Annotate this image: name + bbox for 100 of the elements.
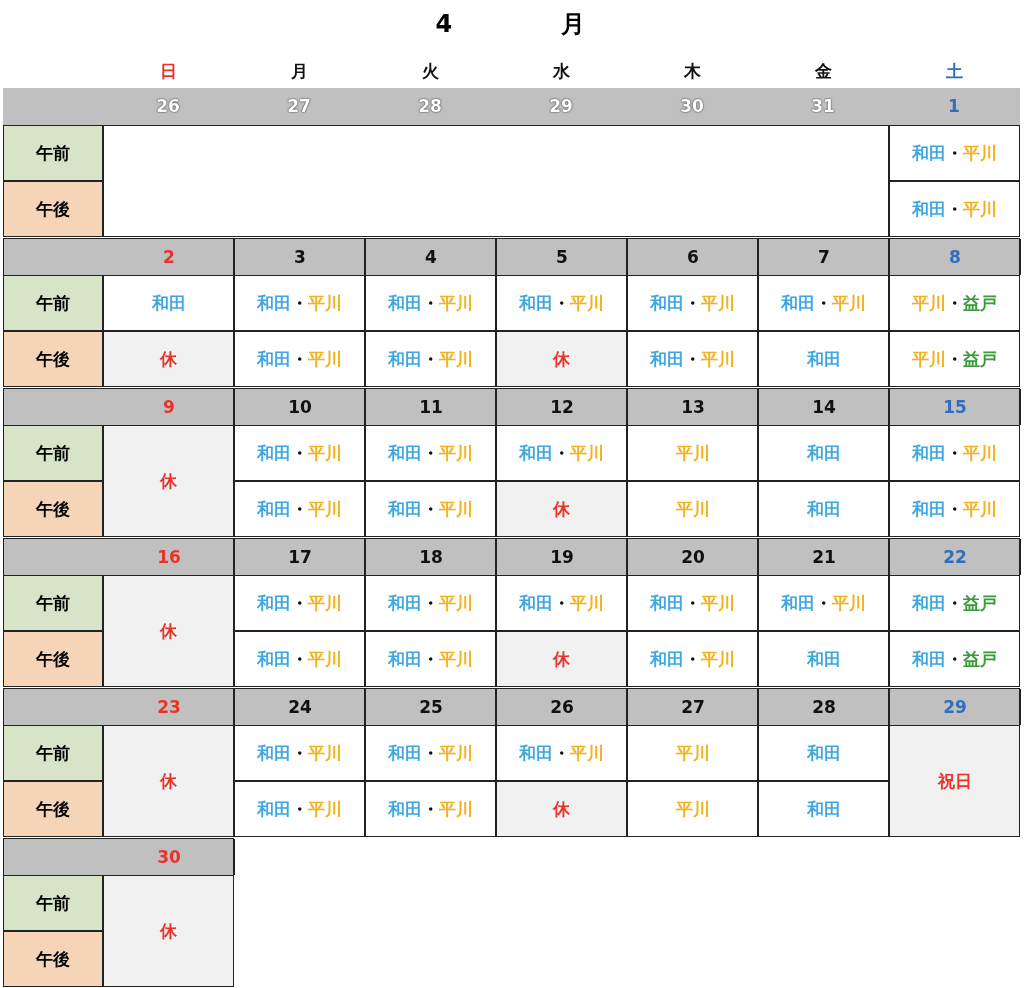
date-number: 6: [686, 247, 700, 267]
date-number: 13: [680, 397, 706, 417]
month-title: 4 月: [434, 9, 586, 40]
schedule-cell: 和田: [758, 725, 889, 781]
schedule-cell: 平川・益戸: [889, 275, 1020, 331]
morning-label: 午前: [3, 125, 103, 181]
closed-day-cell: 休: [496, 481, 627, 537]
date-number: 9: [162, 397, 176, 417]
schedule-cell: 和田・平川: [496, 725, 627, 781]
schedule-cell: 和田・平川: [889, 181, 1020, 237]
weekday-header: 金: [814, 59, 833, 83]
schedule-cell: 和田・平川: [365, 575, 496, 631]
schedule-cell: 和田・平川: [365, 331, 496, 387]
date-number: 3: [293, 247, 307, 267]
schedule-cell: 和田: [758, 425, 889, 481]
schedule-cell: 和田・平川: [234, 481, 365, 537]
schedule-cell: 和田・平川: [234, 781, 365, 837]
schedule-cell: 和田・平川: [365, 781, 496, 837]
schedule-cell: 和田・平川: [627, 275, 758, 331]
schedule-cell: 和田・平川: [365, 481, 496, 537]
schedule-cell: 和田: [758, 331, 889, 387]
schedule-cell: 和田・平川: [234, 725, 365, 781]
date-number: 28: [417, 96, 443, 116]
weekday-header: 月: [290, 59, 309, 83]
schedule-cell: 和田・平川: [234, 631, 365, 687]
schedule-cell: 和田・平川: [889, 425, 1020, 481]
date-number: 30: [156, 847, 182, 867]
schedule-cell: 平川: [627, 725, 758, 781]
date-number: 16: [156, 547, 182, 567]
date-number: 15: [942, 397, 968, 417]
schedule-cell: 和田・平川: [496, 575, 627, 631]
date-number: 29: [548, 96, 574, 116]
weekday-header: 火: [421, 59, 440, 83]
morning-label: 午前: [3, 425, 103, 481]
schedule-cell: 和田・平川: [889, 125, 1020, 181]
afternoon-label: 午後: [3, 781, 103, 837]
date-number: 22: [942, 547, 968, 567]
schedule-cell: 和田・平川: [365, 425, 496, 481]
date-number: 26: [549, 697, 575, 717]
morning-label: 午前: [3, 575, 103, 631]
afternoon-label: 午後: [3, 181, 103, 237]
afternoon-label: 午後: [3, 631, 103, 687]
closed-day-cell: 休: [496, 781, 627, 837]
closed-day-cell: 祝日: [889, 725, 1020, 837]
schedule-cell: 和田・平川: [627, 575, 758, 631]
date-number: 30: [679, 96, 705, 116]
weekday-header: 日: [159, 59, 178, 83]
schedule-cell: 和田・平川: [234, 275, 365, 331]
schedule-cell: 平川・益戸: [889, 331, 1020, 387]
schedule-cell: 和田・平川: [234, 425, 365, 481]
date-number: 31: [810, 96, 836, 116]
afternoon-label: 午後: [3, 931, 103, 987]
schedule-cell: 和田・益戸: [889, 631, 1020, 687]
date-number: 11: [418, 397, 444, 417]
date-number: 21: [811, 547, 837, 567]
schedule-cell: 和田: [758, 631, 889, 687]
schedule-cell: 和田・平川: [758, 275, 889, 331]
weekday-header: 水: [552, 59, 571, 83]
closed-day-cell: 休: [103, 875, 234, 987]
schedule-cell: 和田・平川: [627, 331, 758, 387]
date-number: 19: [549, 547, 575, 567]
closed-day-cell: 休: [496, 331, 627, 387]
schedule-cell: 和田・平川: [365, 631, 496, 687]
schedule-cell: 和田・平川: [496, 275, 627, 331]
schedule-cell: 平川: [627, 425, 758, 481]
date-number: 7: [817, 247, 831, 267]
morning-label: 午前: [3, 275, 103, 331]
schedule-cell: 和田: [758, 781, 889, 837]
schedule-cell: 和田・平川: [234, 331, 365, 387]
date-number: 24: [287, 697, 313, 717]
schedule-cell: 平川: [627, 781, 758, 837]
schedule-cell: 和田: [758, 481, 889, 537]
date-number: 23: [156, 697, 182, 717]
schedule-cell: 和田・平川: [365, 275, 496, 331]
schedule-cell: 和田: [103, 275, 234, 331]
schedule-cell: 和田・平川: [365, 725, 496, 781]
empty-cell-block: [103, 125, 889, 237]
date-number: 14: [811, 397, 837, 417]
date-number: 4: [424, 247, 438, 267]
schedule-cell: 和田・平川: [627, 631, 758, 687]
date-number: 17: [287, 547, 313, 567]
morning-label: 午前: [3, 875, 103, 931]
weekday-header: 土: [945, 59, 964, 83]
date-number: 1: [947, 96, 961, 116]
date-number: 5: [555, 247, 569, 267]
date-number: 10: [287, 397, 313, 417]
schedule-cell: 和田・平川: [889, 481, 1020, 537]
date-number: 26: [155, 96, 181, 116]
closed-day-cell: 休: [103, 331, 234, 387]
closed-day-cell: 休: [103, 725, 234, 837]
afternoon-label: 午後: [3, 481, 103, 537]
closed-day-cell: 休: [496, 631, 627, 687]
closed-day-cell: 休: [103, 575, 234, 687]
morning-label: 午前: [3, 725, 103, 781]
date-number: 29: [942, 697, 968, 717]
date-number: 2: [162, 247, 176, 267]
date-number: 27: [680, 697, 706, 717]
date-number: 25: [418, 697, 444, 717]
schedule-cell: 和田・益戸: [889, 575, 1020, 631]
date-number: 27: [286, 96, 312, 116]
